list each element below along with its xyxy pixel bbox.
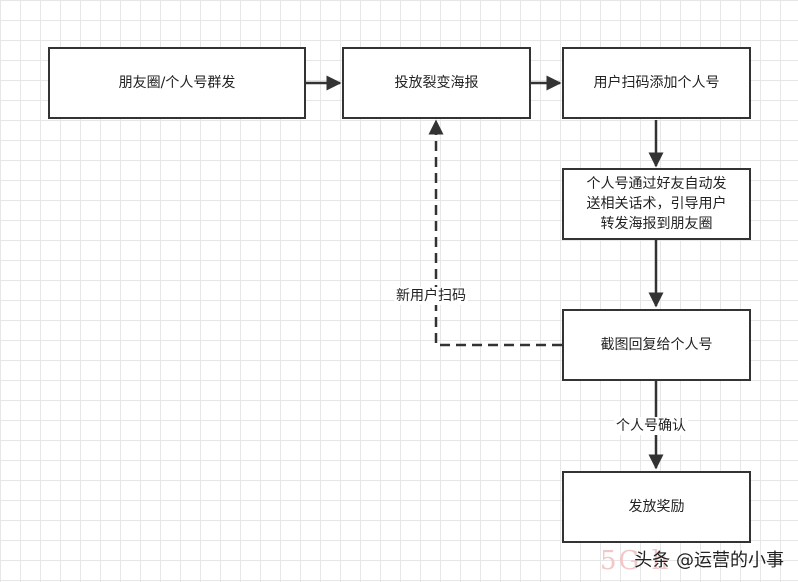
node-auto-send-line-1: 个人号通过好友自动发 <box>586 176 727 192</box>
node-scan-add-label: 用户扫码添加个人号 <box>593 75 720 91</box>
watermark: 头条 @运营的小事 <box>634 550 784 571</box>
node-poster-placement: 投放裂变海报 <box>342 47 531 119</box>
node-moments-broadcast: 朋友圈/个人号群发 <box>48 47 306 119</box>
node-poster-label: 投放裂变海报 <box>394 75 479 91</box>
edge-label-personal-confirm: 个人号确认 <box>614 417 688 435</box>
node-reward: 发放奖励 <box>562 471 751 543</box>
edge-label-new-user-scan: 新用户扫码 <box>394 287 468 305</box>
node-auto-send-line-2: 送相关话术，引导用户 <box>586 196 727 212</box>
node-screenshot-reply-label: 截图回复给个人号 <box>600 337 713 353</box>
node-scan-add: 用户扫码添加个人号 <box>562 47 751 119</box>
watermark-ghost-text: 5G h <box>600 546 671 576</box>
node-screenshot-reply: 截图回复给个人号 <box>562 309 751 381</box>
node-auto-send-line-3: 转发海报到朋友圈 <box>600 216 713 232</box>
node-moments-label: 朋友圈/个人号群发 <box>118 75 236 91</box>
node-reward-label: 发放奖励 <box>628 499 685 515</box>
edge-dashed-new-user-loop <box>428 119 562 347</box>
node-auto-send: 个人号通过好友自动发 送相关话术，引导用户 转发海报到朋友圈 <box>562 168 751 240</box>
